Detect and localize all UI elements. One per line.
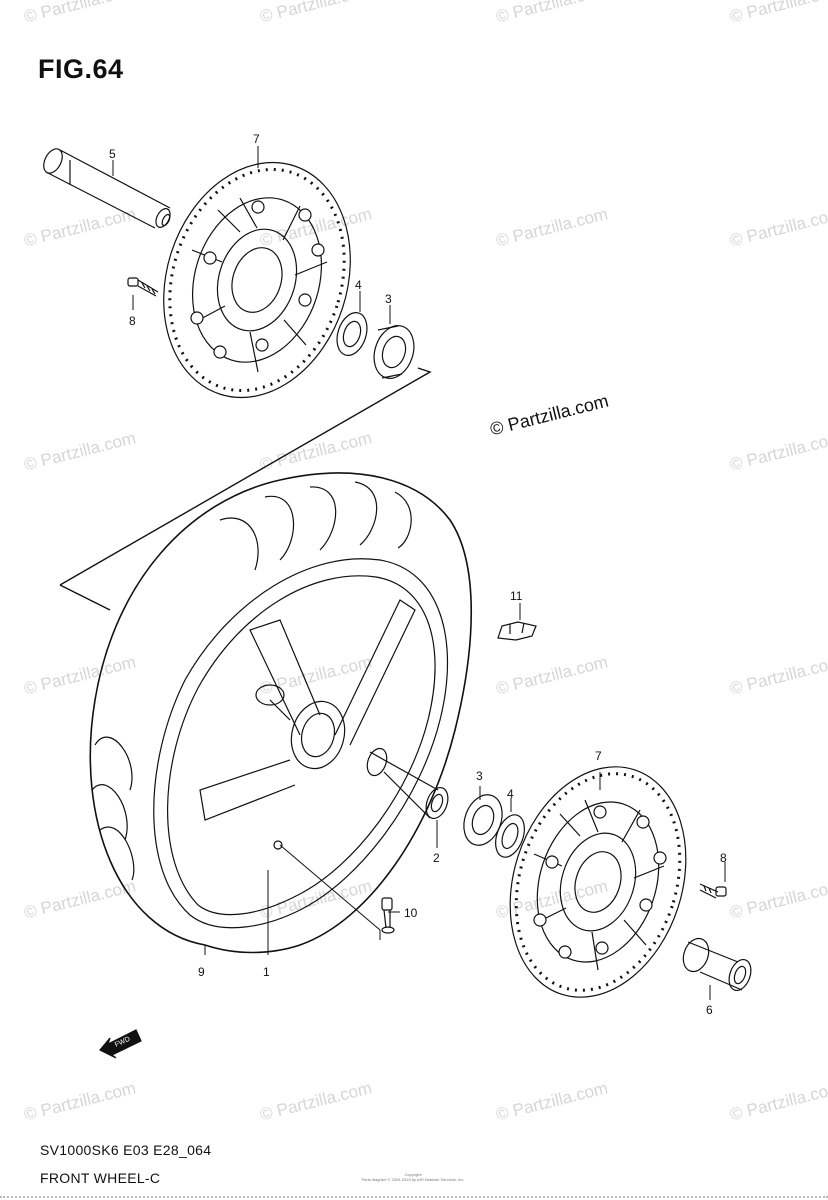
model-code: SV1000SK6 E03 E28_064 [40,1142,212,1158]
air-valve-part-10[interactable] [381,897,395,934]
callout-4-top: 4 [355,278,362,292]
callout-5: 5 [109,147,116,161]
bolt-part-8-bottom[interactable] [699,883,727,899]
balancer-part-11[interactable] [497,621,537,641]
copyright-notice: Copyright Parts diagram © 2004-2019 by A… [358,1172,468,1182]
callout-3-top: 3 [385,292,392,306]
callout-1: 1 [263,965,270,979]
brake-disc-part-7-bottom[interactable] [482,744,715,1020]
callout-7-bottom: 7 [595,749,602,763]
bolt-part-8-top[interactable] [127,277,159,297]
callout-10: 10 [404,906,418,920]
callout-7-top: 7 [253,132,260,146]
spacer-part-2[interactable] [364,746,452,822]
callout-3-bottom: 3 [476,769,483,783]
page-perforation [0,1196,828,1198]
callout-9: 9 [198,965,205,979]
bearing-part-3-bottom[interactable] [457,789,509,850]
oil-seal-part-4-top[interactable] [332,309,372,359]
axle-part-5[interactable] [40,146,173,230]
callout-11: 11 [510,589,523,603]
callout-4-bottom: 4 [507,787,514,801]
figure-caption: FRONT WHEEL-C [40,1170,161,1186]
brake-disc-part-7-top[interactable] [134,138,379,422]
collar-part-6[interactable] [679,935,755,994]
copyright-line-1: Copyright [404,1172,422,1177]
callout-2: 2 [433,851,440,865]
callout-8-bottom: 8 [720,851,727,865]
callout-6: 6 [706,1003,713,1017]
bearing-part-3-top[interactable] [368,320,421,383]
figure-title: FIG.64 [38,54,124,84]
front-wheel-part-1[interactable] [89,472,472,954]
callout-8-top: 8 [129,314,136,328]
copyright-line-2: Parts diagram © 2004-2019 by ARI Network… [361,1177,465,1182]
fwd-direction-arrow: FWD [99,1029,142,1059]
oil-seal-part-4-bottom[interactable] [490,811,529,861]
